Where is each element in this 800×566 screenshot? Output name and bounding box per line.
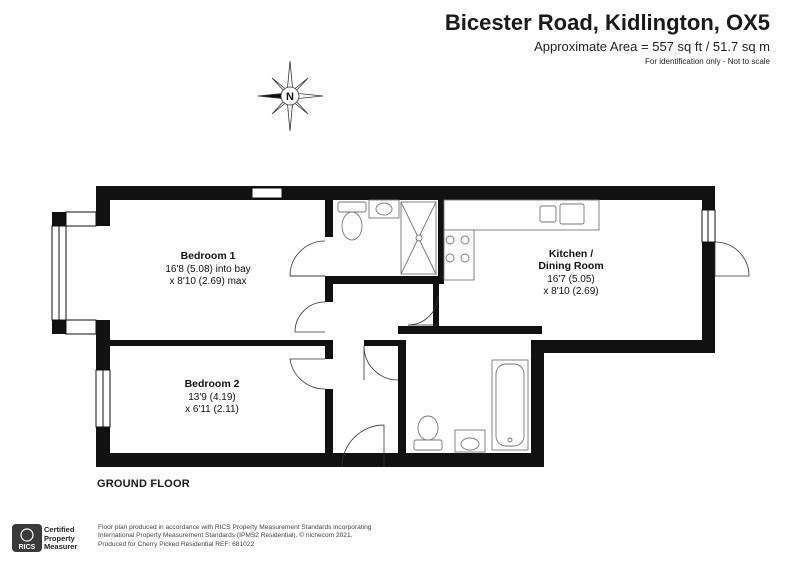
bedroom2-dim1: 13'9 (4.19) bbox=[188, 392, 236, 403]
rics-logo-icon: RICS bbox=[12, 524, 42, 552]
disclaimer: For identification only - Not to scale bbox=[645, 57, 770, 66]
bedroom1-dim2: x 8'10 (2.69) max bbox=[170, 276, 247, 287]
compass-north-letter: N bbox=[286, 91, 294, 103]
approximate-area: Approximate Area = 557 sq ft / 51.7 sq m bbox=[534, 39, 770, 54]
fixtures bbox=[337, 199, 600, 453]
property-title: Bicester Road, Kidlington, OX5 bbox=[444, 10, 770, 35]
rics-line2: Property bbox=[44, 533, 75, 543]
doors bbox=[289, 240, 750, 468]
kitchen-name-line1: Kitchen / bbox=[549, 248, 593, 260]
compass-rose-icon bbox=[257, 60, 324, 132]
floor-label: GROUND FLOOR bbox=[97, 478, 190, 490]
bedroom2-dim2: x 6'11 (2.11) bbox=[185, 404, 239, 415]
windows bbox=[51, 187, 716, 428]
rics-line3: Measurer bbox=[44, 542, 78, 551]
bedroom2-name: Bedroom 2 bbox=[185, 378, 240, 390]
bedroom1-name: Bedroom 1 bbox=[181, 250, 236, 262]
bedroom1-dim1: 16'8 (5.08) into bay bbox=[165, 264, 250, 275]
rics-mark-text: RICS bbox=[19, 544, 36, 551]
footer-line1: Floor plan produced in accordance with R… bbox=[98, 524, 372, 531]
footer-note: Floor plan produced in accordance with R… bbox=[98, 524, 371, 549]
walls bbox=[52, 186, 715, 467]
footer-line3: Produced for Cherry Picked Residential R… bbox=[98, 540, 255, 548]
footer-line2: International Property Measurement Stand… bbox=[98, 532, 353, 540]
rics-certification: Certified Property Measurer bbox=[44, 525, 78, 552]
kitchen-name-line2: Dining Room bbox=[538, 260, 603, 272]
kitchen-dim2: x 8'10 (2.69) bbox=[543, 286, 598, 297]
kitchen-dim1: 16'7 (5.05) bbox=[547, 274, 595, 285]
rics-line1: Certified bbox=[44, 525, 75, 534]
